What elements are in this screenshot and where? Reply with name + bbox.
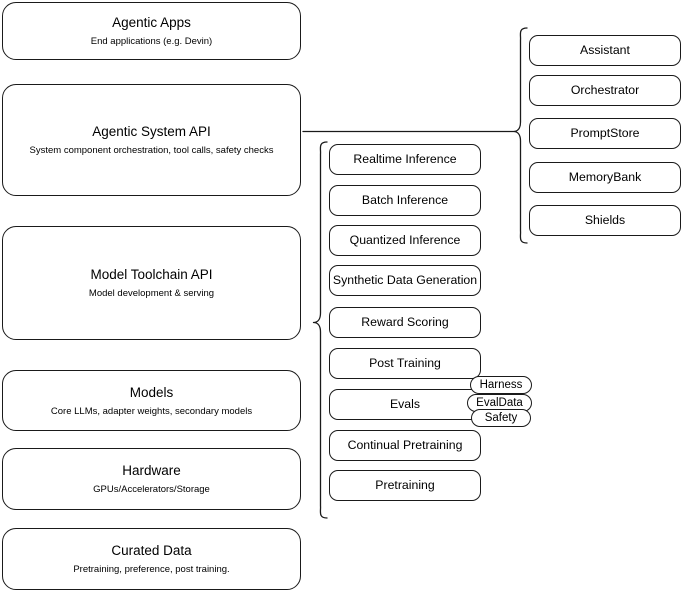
component-synthetic-data-generation[interactable]: Synthetic Data Generation [329, 265, 481, 296]
layer-model-toolchain-api[interactable]: Model Toolchain API Model development & … [2, 226, 301, 340]
component-shields[interactable]: Shields [529, 205, 681, 236]
layer-title: Model Toolchain API [90, 267, 213, 282]
layer-agentic-apps[interactable]: Agentic Apps End applications (e.g. Devi… [2, 2, 301, 60]
layer-title: Curated Data [111, 543, 192, 558]
layer-models[interactable]: Models Core LLMs, adapter weights, secon… [2, 370, 301, 431]
component-label: Pretraining [375, 478, 435, 492]
layer-hardware[interactable]: Hardware GPUs/Accelerators/Storage [2, 448, 301, 510]
evals-pill-safety[interactable]: Safety [471, 409, 531, 427]
component-label: Quantized Inference [349, 233, 461, 247]
middle-curly-brace [312, 141, 328, 519]
component-continual-pretraining[interactable]: Continual Pretraining [329, 430, 481, 461]
layer-subtitle: Core LLMs, adapter weights, secondary mo… [50, 405, 253, 417]
component-reward-scoring[interactable]: Reward Scoring [329, 307, 481, 338]
component-quantized-inference[interactable]: Quantized Inference [329, 225, 481, 256]
component-label: Reward Scoring [361, 315, 449, 329]
layer-curated-data[interactable]: Curated Data Pretraining, preference, po… [2, 528, 301, 590]
component-label: MemoryBank [568, 170, 642, 184]
layer-title: Agentic Apps [112, 15, 191, 30]
layer-title: Agentic System API [92, 124, 211, 139]
layer-subtitle: Pretraining, preference, post training. [73, 564, 230, 575]
component-assistant[interactable]: Assistant [529, 35, 681, 66]
component-promptstore[interactable]: PromptStore [529, 118, 681, 149]
right-curly-brace [512, 27, 528, 244]
layer-agentic-system-api[interactable]: Agentic System API System component orch… [2, 84, 301, 196]
component-label: PromptStore [570, 126, 640, 140]
evals-pill-harness[interactable]: Harness [470, 376, 532, 394]
component-label: Synthetic Data Generation [332, 273, 478, 287]
component-pretraining[interactable]: Pretraining [329, 470, 481, 501]
layer-subtitle: End applications (e.g. Devin) [90, 36, 213, 47]
component-label: Batch Inference [361, 193, 449, 207]
component-label: Shields [584, 213, 626, 227]
component-label: Realtime Inference [353, 152, 457, 166]
component-label: Continual Pretraining [347, 438, 463, 452]
component-label: Assistant [580, 43, 630, 57]
component-post-training[interactable]: Post Training [329, 348, 481, 379]
component-orchestrator[interactable]: Orchestrator [529, 75, 681, 106]
component-label: Post Training [369, 356, 441, 370]
layer-subtitle: GPUs/Accelerators/Storage [93, 484, 210, 495]
component-label: Evals [389, 397, 421, 411]
layer-title: Hardware [122, 463, 181, 478]
component-realtime-inference[interactable]: Realtime Inference [329, 144, 481, 175]
component-label: Orchestrator [570, 83, 640, 97]
evals-pill-label: Safety [484, 411, 518, 424]
layer-subtitle: System component orchestration, tool cal… [29, 145, 274, 156]
layer-title: Models [129, 384, 174, 400]
evals-pill-label: EvalData [476, 396, 523, 409]
evals-pill-label: Harness [479, 378, 523, 391]
component-batch-inference[interactable]: Batch Inference [329, 185, 481, 216]
layer-subtitle: Model development & serving [88, 288, 215, 299]
component-evals[interactable]: Evals [329, 389, 481, 420]
component-memorybank[interactable]: MemoryBank [529, 162, 681, 193]
